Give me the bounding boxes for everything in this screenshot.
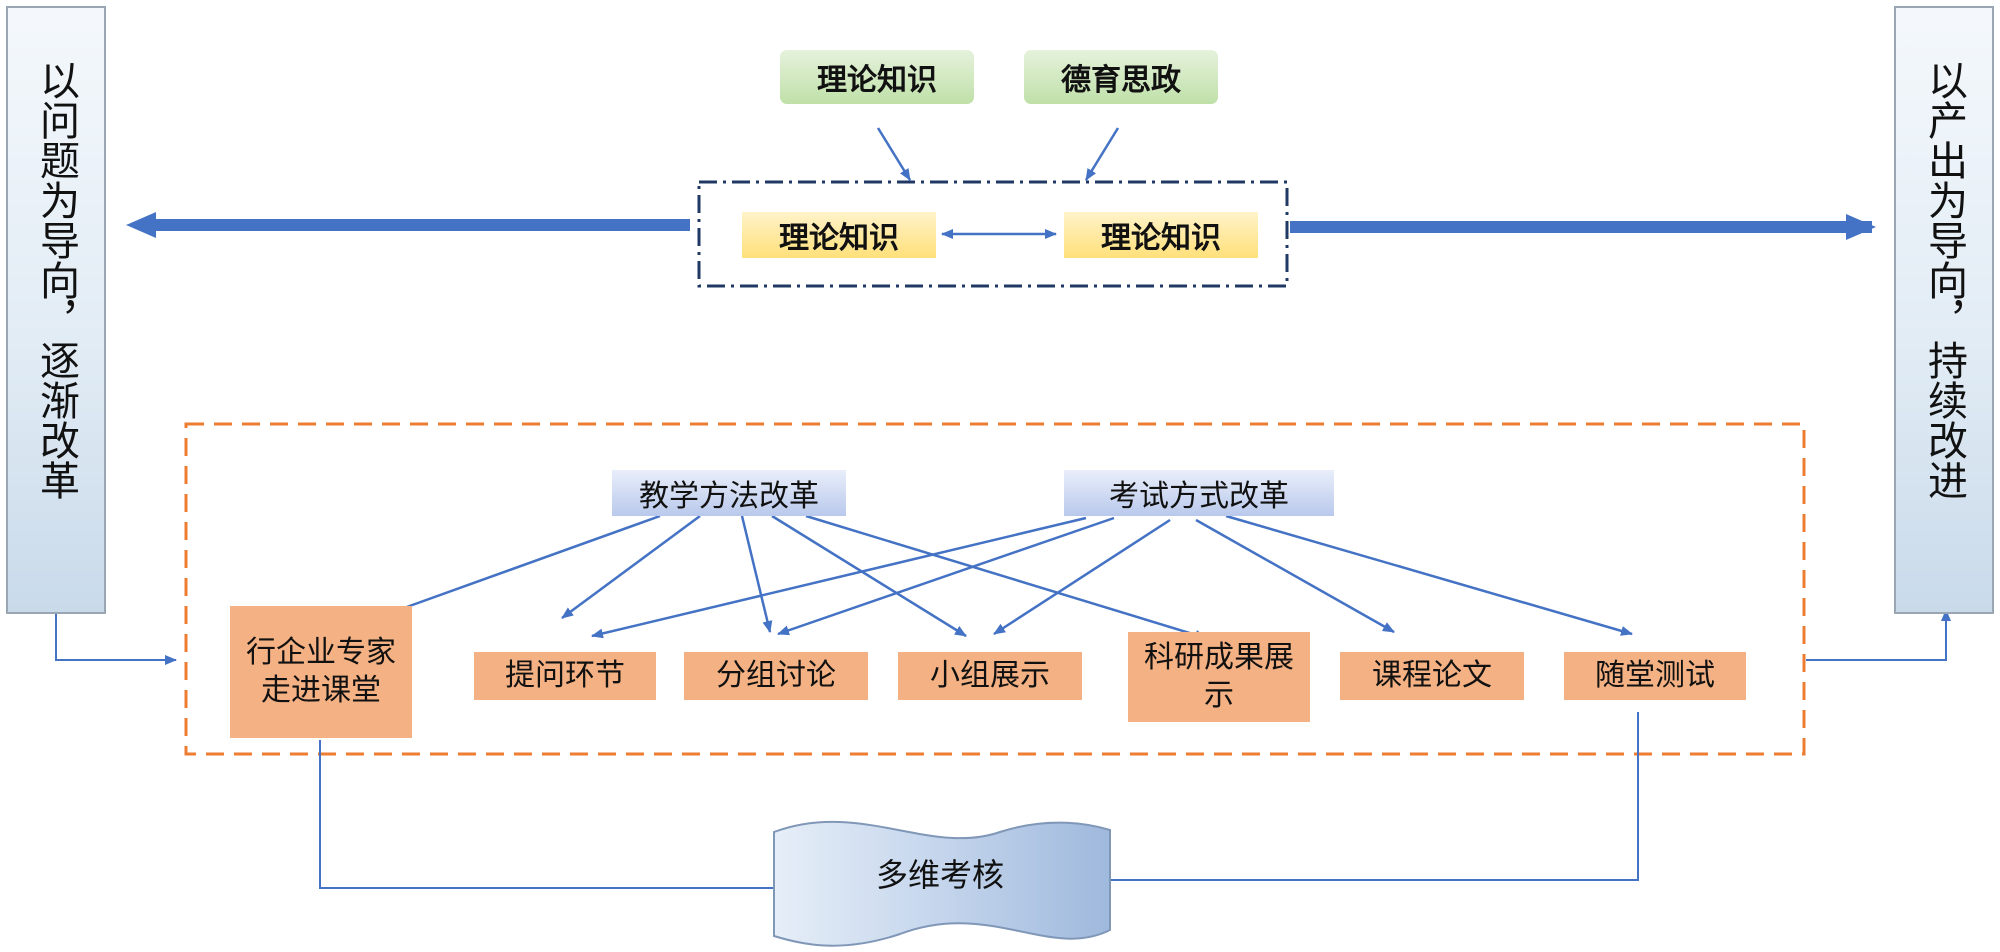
connector-quiz-to-assessment	[1110, 712, 1639, 881]
left-guideline-bar: 以问题为导向，逐渐改革	[6, 6, 106, 614]
inner-box-left: 理论知识	[742, 212, 936, 258]
source-box-moral: 德育思政	[1024, 50, 1218, 104]
arrow-moral-to-frame	[1084, 127, 1120, 181]
item-questioning: 提问环节	[474, 652, 656, 700]
item-group-discussion: 分组讨论	[684, 652, 868, 700]
head-exam-reform: 考试方式改革	[1064, 470, 1334, 516]
left-guideline-text: 以问题为导向，逐渐改革	[33, 60, 79, 500]
connector-left-bar-to-frame	[55, 614, 177, 665]
item-class-quiz: 随堂测试	[1564, 652, 1746, 700]
item-group-presentation: 小组展示	[898, 652, 1082, 700]
right-guideline-text: 以产出为导向，持续改进	[1921, 60, 1967, 500]
reform-dashed-frame	[184, 422, 1806, 756]
source-box-theory: 理论知识	[780, 50, 974, 104]
assessment-label: 多维考核	[875, 856, 1004, 894]
item-course-paper: 课程论文	[1340, 652, 1524, 700]
head-teaching-method-reform: 教学方法改革	[612, 470, 846, 516]
connector-expert-to-assessment	[319, 740, 778, 889]
item-research-showcase: 科研成果展示	[1128, 632, 1310, 722]
left-thick-arrow	[126, 212, 690, 238]
exam-arrows	[591, 514, 1633, 639]
arrow-theory-to-frame	[876, 127, 912, 181]
right-guideline-bar: 以产出为导向，持续改进	[1894, 6, 1994, 614]
top-dashdot-frame	[697, 180, 1289, 288]
assessment-scroll-shape	[773, 820, 1111, 947]
method-arrows	[403, 514, 1207, 640]
right-thick-arrow	[1290, 214, 1876, 240]
connector-frame-to-right-bar	[1806, 609, 1951, 661]
inner-box-right: 理论知识	[1064, 212, 1258, 258]
item-industry-experts: 行企业专家走进课堂	[230, 606, 412, 738]
